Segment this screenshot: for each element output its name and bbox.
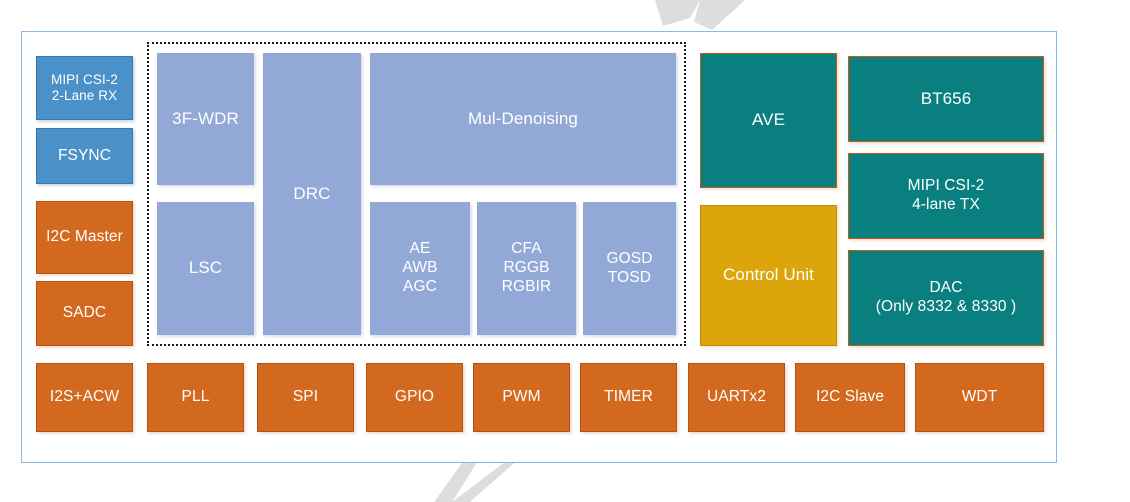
block-ave[interactable]: AVE — [700, 53, 837, 188]
block-sadc[interactable]: SADC — [36, 281, 133, 346]
block-bt656[interactable]: BT656 — [848, 56, 1044, 142]
block-mipi-csi2-2lane-rx[interactable]: MIPI CSI-2 2-Lane RX — [36, 56, 133, 120]
block-pwm[interactable]: PWM — [473, 363, 570, 432]
block-wdt[interactable]: WDT — [915, 363, 1044, 432]
block-i2c-master[interactable]: I2C Master — [36, 201, 133, 274]
isp-pipeline-group — [147, 42, 686, 346]
block-gosd-tosd[interactable]: GOSD TOSD — [583, 202, 676, 335]
block-gpio[interactable]: GPIO — [366, 363, 463, 432]
block-mul-denoising[interactable]: Mul-Denoising — [370, 53, 676, 185]
block-fsync[interactable]: FSYNC — [36, 128, 133, 184]
block-ae-awb-agc[interactable]: AE AWB AGC — [370, 202, 470, 335]
block-uartx2[interactable]: UARTx2 — [688, 363, 785, 432]
block-i2c-slave[interactable]: I2C Slave — [795, 363, 905, 432]
block-spi[interactable]: SPI — [257, 363, 354, 432]
block-drc[interactable]: DRC — [263, 53, 361, 335]
block-3f-wdr[interactable]: 3F-WDR — [157, 53, 254, 185]
block-cfa-rggb-rgbir[interactable]: CFA RGGB RGBIR — [477, 202, 576, 335]
block-pll[interactable]: PLL — [147, 363, 244, 432]
block-lsc[interactable]: LSC — [157, 202, 254, 335]
block-timer[interactable]: TIMER — [580, 363, 677, 432]
block-mipi-csi2-4lane-tx[interactable]: MIPI CSI-2 4-lane TX — [848, 153, 1044, 239]
block-i2s-acw[interactable]: I2S+ACW — [36, 363, 133, 432]
block-control-unit[interactable]: Control Unit — [700, 205, 837, 346]
block-dac[interactable]: DAC (Only 8332 & 8330 ) — [848, 250, 1044, 346]
